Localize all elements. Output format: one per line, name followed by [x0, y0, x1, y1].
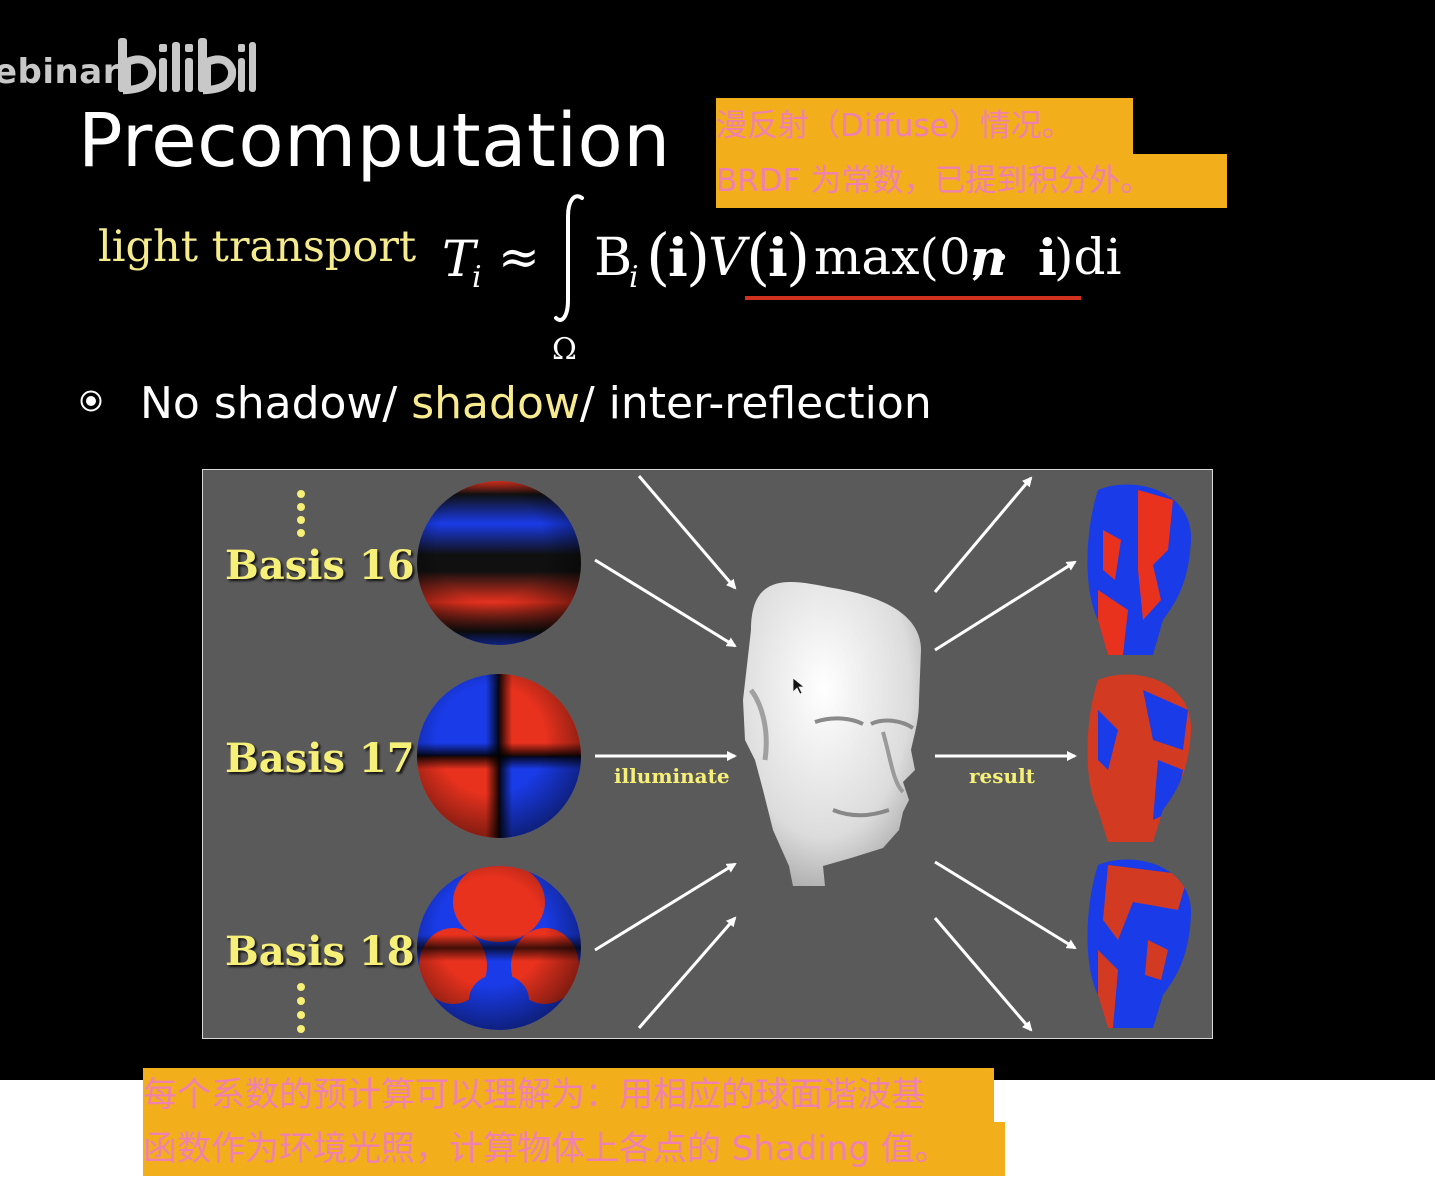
sh-sphere-basis-18: [417, 866, 581, 1030]
sh-sphere-basis-17: [417, 674, 581, 838]
basis-dots-bottom: [297, 983, 305, 1033]
light-transport-formula: T i ≈ Ω B i ( i ) V ( i ) max(0, n · i )…: [438, 192, 1138, 372]
formula-domain: Ω: [552, 332, 577, 367]
formula-dir-i: i: [1038, 228, 1057, 287]
formula-max: max(0,: [814, 228, 987, 286]
formula-lhs-subscript: i: [472, 260, 482, 295]
basis-label-18: Basis 18: [225, 928, 415, 975]
formula-paren-open: (: [646, 220, 671, 293]
illuminate-label: illuminate: [614, 764, 730, 788]
result-label: result: [969, 764, 1035, 788]
result-head-2: [1087, 674, 1192, 842]
formula-visibility-arg: i: [768, 228, 788, 289]
sh-sphere-basis-16: [417, 481, 581, 645]
annotation-top-line-2: BRDF 为常数，已提到积分外。: [716, 154, 1227, 208]
basis-dots-top: [297, 490, 305, 537]
sh-figure: Basis 16 Basis 17 Basis 18 illuminate re…: [202, 469, 1213, 1039]
annotation-top-line-1: 漫反射（Diffuse）情况。: [716, 98, 1133, 154]
mouse-cursor-icon: [792, 677, 806, 695]
bullet-text-part3: / inter-reflection: [579, 378, 932, 429]
sh-figure-graphics: [297, 475, 1192, 1033]
formula-basis: B: [594, 228, 633, 288]
bullet-text-part1: No shadow/: [140, 378, 412, 429]
bilibili-logo-icon: [118, 38, 256, 95]
formula-dot: ·: [994, 228, 1010, 286]
formula-approx: ≈: [498, 228, 540, 286]
formula-tail: )di: [1054, 228, 1122, 286]
bullet-text: No shadow/ shadow/ inter-reflection: [140, 378, 932, 429]
annotation-bottom-line-2: 函数作为环境光照，计算物体上各点的 Shading 值。: [143, 1122, 1005, 1176]
watermark-text: ebinar: [0, 52, 120, 92]
slide-canvas: ebinar Precomputation light transport T …: [0, 0, 1435, 1080]
bullet-text-highlight: shadow: [411, 378, 580, 429]
basis-label-16: Basis 16: [225, 542, 415, 589]
illuminate-arrows: [594, 475, 737, 1029]
formula-red-underline: [745, 296, 1081, 300]
light-transport-label: light transport: [98, 222, 417, 272]
basis-label-17: Basis 17: [225, 735, 415, 782]
slide-title: Precomputation: [78, 98, 671, 184]
result-head-3: [1087, 859, 1192, 1028]
head-model: [743, 581, 921, 886]
formula-visibility: V: [708, 228, 746, 288]
formula-visibility-paren-open: (: [746, 220, 771, 293]
formula-visibility-paren-close: ): [786, 220, 811, 293]
formula-arg-i: i: [668, 228, 688, 289]
annotation-bottom-line-1: 每个系数的预计算可以理解为：用相应的球面谐波基: [143, 1068, 994, 1122]
result-head-1: [1087, 484, 1192, 656]
integral-sign-icon: [554, 194, 584, 322]
formula-paren-close: ): [686, 220, 711, 293]
formula-normal: n: [970, 228, 1007, 287]
formula-basis-subscript: i: [629, 260, 639, 295]
result-arrows: [933, 476, 1077, 1032]
radio-bullet-icon: [80, 390, 102, 412]
formula-lhs: T: [442, 230, 476, 288]
